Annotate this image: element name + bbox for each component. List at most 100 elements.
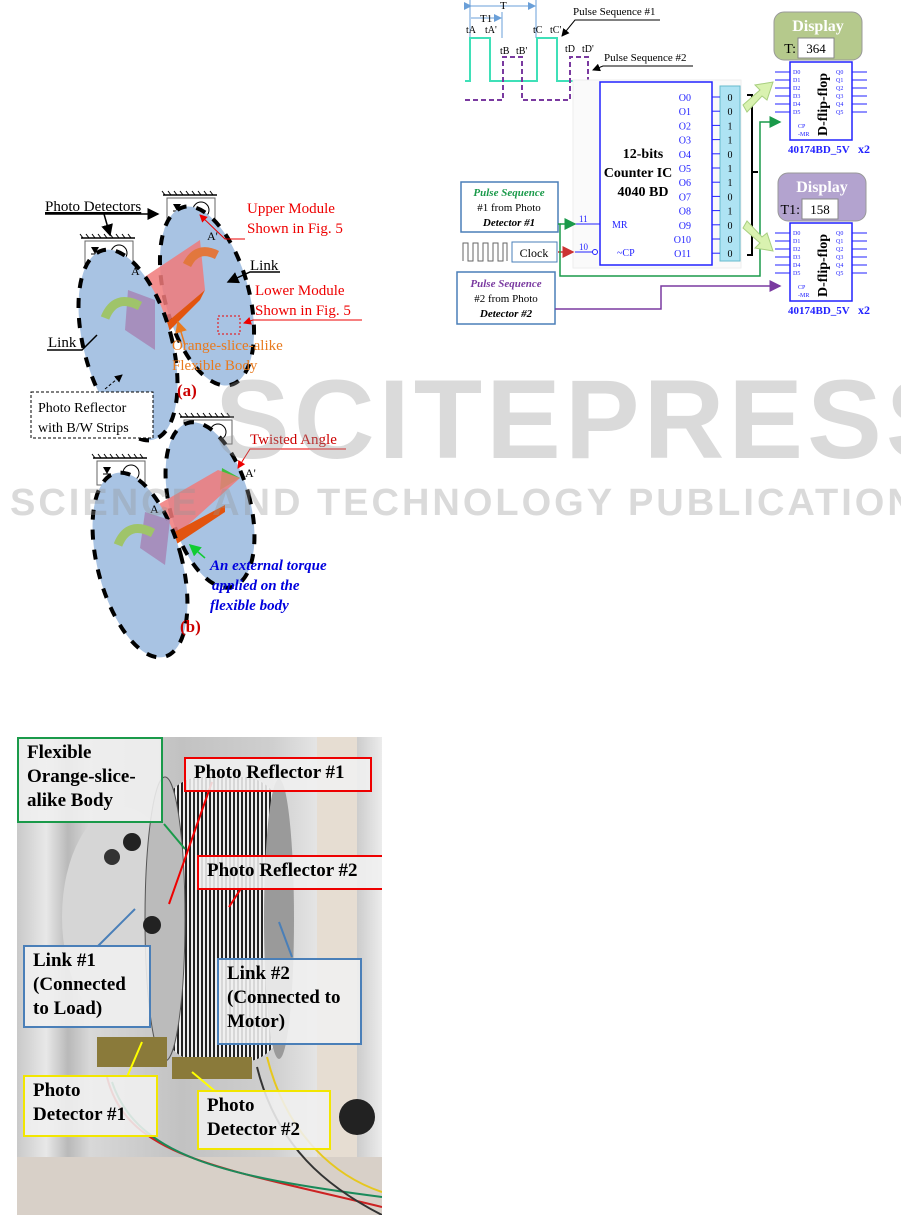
ff-input-label: D2 [793, 86, 800, 92]
photo-detector-2-callout: Photo Detector #2 [197, 1090, 331, 1150]
callout-line: to Load) [33, 998, 103, 1019]
pulse-sequence-1-wave [465, 37, 595, 82]
ff-input-label: D3 [793, 94, 800, 100]
ff-input-label: D2 [793, 247, 800, 253]
flexible-body-callout: Flexible Orange-slice- alike Body [17, 737, 163, 823]
clock-box [511, 241, 558, 263]
output-pin-label: O2 [679, 121, 691, 132]
callout-line: Link #2 [227, 963, 290, 984]
rotation-arrow-icon [100, 297, 143, 320]
ff-output-label: Q0 [836, 70, 843, 76]
output-pin-label: O8 [679, 207, 691, 218]
photo-reflector-2-callout: Photo Reflector #2 [197, 855, 382, 890]
external-torque-label: An external torque [209, 558, 327, 574]
bit-value: 1 [728, 207, 733, 218]
time-label: tB [500, 46, 510, 57]
ff-output-label: Q4 [836, 263, 843, 269]
twist-mechanism-diagram: Photo Detectors Upper Module Shown in Fi… [30, 190, 362, 660]
bit-value: 0 [728, 107, 733, 118]
display-value-box [801, 198, 839, 220]
callout-line: (Connected [33, 974, 126, 995]
flip-flop-name: D-flip-flop [816, 73, 831, 136]
output-pin-label: O5 [679, 164, 691, 175]
point-a-prime: A' [207, 229, 218, 243]
ff-input-label: D1 [793, 239, 800, 245]
pin-mr-label: MR [612, 220, 628, 231]
link-label-right: Link [250, 258, 279, 274]
clock-wave-icon [462, 242, 508, 262]
ff-input-label: D4 [793, 263, 800, 269]
ff-output-label: Q3 [836, 94, 843, 100]
point-a-prime-b: A' [245, 466, 256, 480]
link-label-left: Link [48, 335, 77, 351]
input-2-label-3: Detector #2 [479, 308, 533, 320]
display-value: 364 [806, 41, 826, 56]
ff-input-label: D3 [793, 255, 800, 261]
time-label: tD [565, 44, 575, 55]
display-label: T1: [781, 203, 800, 218]
ff-mr-label: -MR [798, 132, 809, 138]
ff-output-label: Q1 [836, 239, 843, 245]
panel-a-drawing [30, 190, 362, 443]
input-1-box [460, 181, 559, 233]
pulse-sequence-2-label: Pulse Sequence #2 [604, 52, 686, 64]
output-pin-label: O0 [679, 93, 691, 104]
external-torque-label-3: flexible body [210, 598, 289, 614]
time-label: tA [466, 25, 477, 36]
flip-flop-1: DisplayT:364D0D1D2D3D4D5Q0Q1Q2Q3Q4Q5CP-M… [773, 11, 870, 156]
bit-value: 0 [728, 93, 733, 104]
time-label: tB' [516, 46, 527, 57]
input-2-label-2: #2 from Photo [474, 293, 538, 305]
flip-flop-box [789, 222, 853, 302]
link-1-callout: Link #1 (Connected to Load) [23, 945, 151, 1028]
callout-line: Orange-slice- [27, 766, 136, 787]
callout-line: (Connected to [227, 987, 341, 1008]
flip-flop-name: D-flip-flop [816, 234, 831, 297]
twisted-angle-label: Twisted Angle [250, 432, 337, 448]
ff-cp-label: CP [798, 124, 806, 130]
display-title: Display [796, 179, 848, 196]
output-pin-label: O6 [679, 178, 691, 189]
callout-line: Motor) [227, 1011, 286, 1032]
output-pin-label: O9 [679, 221, 691, 232]
flexible-body-label: Orange-slice-alike [172, 338, 283, 354]
panel-b-label: (b) [180, 617, 201, 636]
pin-11-label: 11 [579, 214, 588, 224]
ff-input-label: D1 [793, 78, 800, 84]
ff-output-label: Q2 [836, 86, 843, 92]
panel-a-label: (a) [177, 381, 197, 400]
bit-value: 0 [728, 192, 733, 203]
period-t1-label: T1 [480, 13, 492, 25]
display-value-box [797, 37, 835, 59]
input-2-box [456, 271, 556, 325]
display-box [773, 11, 863, 61]
time-label: tA' [485, 25, 497, 36]
callout-line: Link #1 [33, 950, 96, 971]
output-pin-label: O3 [679, 136, 691, 147]
counter-title-2: Counter IC [604, 166, 673, 181]
upper-module-label: Upper Module [247, 201, 335, 217]
display-title: Display [792, 18, 844, 35]
bit-value: 0 [728, 221, 733, 232]
flip-flop-count: x2 [858, 142, 870, 156]
ff-output-label: Q1 [836, 78, 843, 84]
pulse-sequence-2-wave [465, 56, 595, 101]
photo-reflector-callout [30, 391, 154, 439]
prototype-photo: Flexible Orange-slice- alike Body Photo … [17, 737, 382, 1215]
flexible-body-label-2: Flexible Body [172, 358, 258, 374]
time-label: tD' [582, 44, 594, 55]
input-2-label: Pulse Sequence [470, 278, 541, 290]
panel-b-drawing [90, 412, 346, 660]
point-a-b: A [150, 502, 159, 516]
counter-ic-box [599, 81, 713, 266]
ff-cp-label: CP [798, 285, 806, 291]
bit-value: 0 [728, 150, 733, 161]
period-t-label: T [500, 0, 507, 12]
output-pin-label: O1 [679, 107, 691, 118]
ff-output-label: Q2 [836, 247, 843, 253]
output-pin-label: O10 [674, 235, 691, 246]
bit-value: 1 [728, 121, 733, 132]
input-1-label-2: #1 from Photo [477, 202, 541, 214]
bit-value: 1 [728, 178, 733, 189]
